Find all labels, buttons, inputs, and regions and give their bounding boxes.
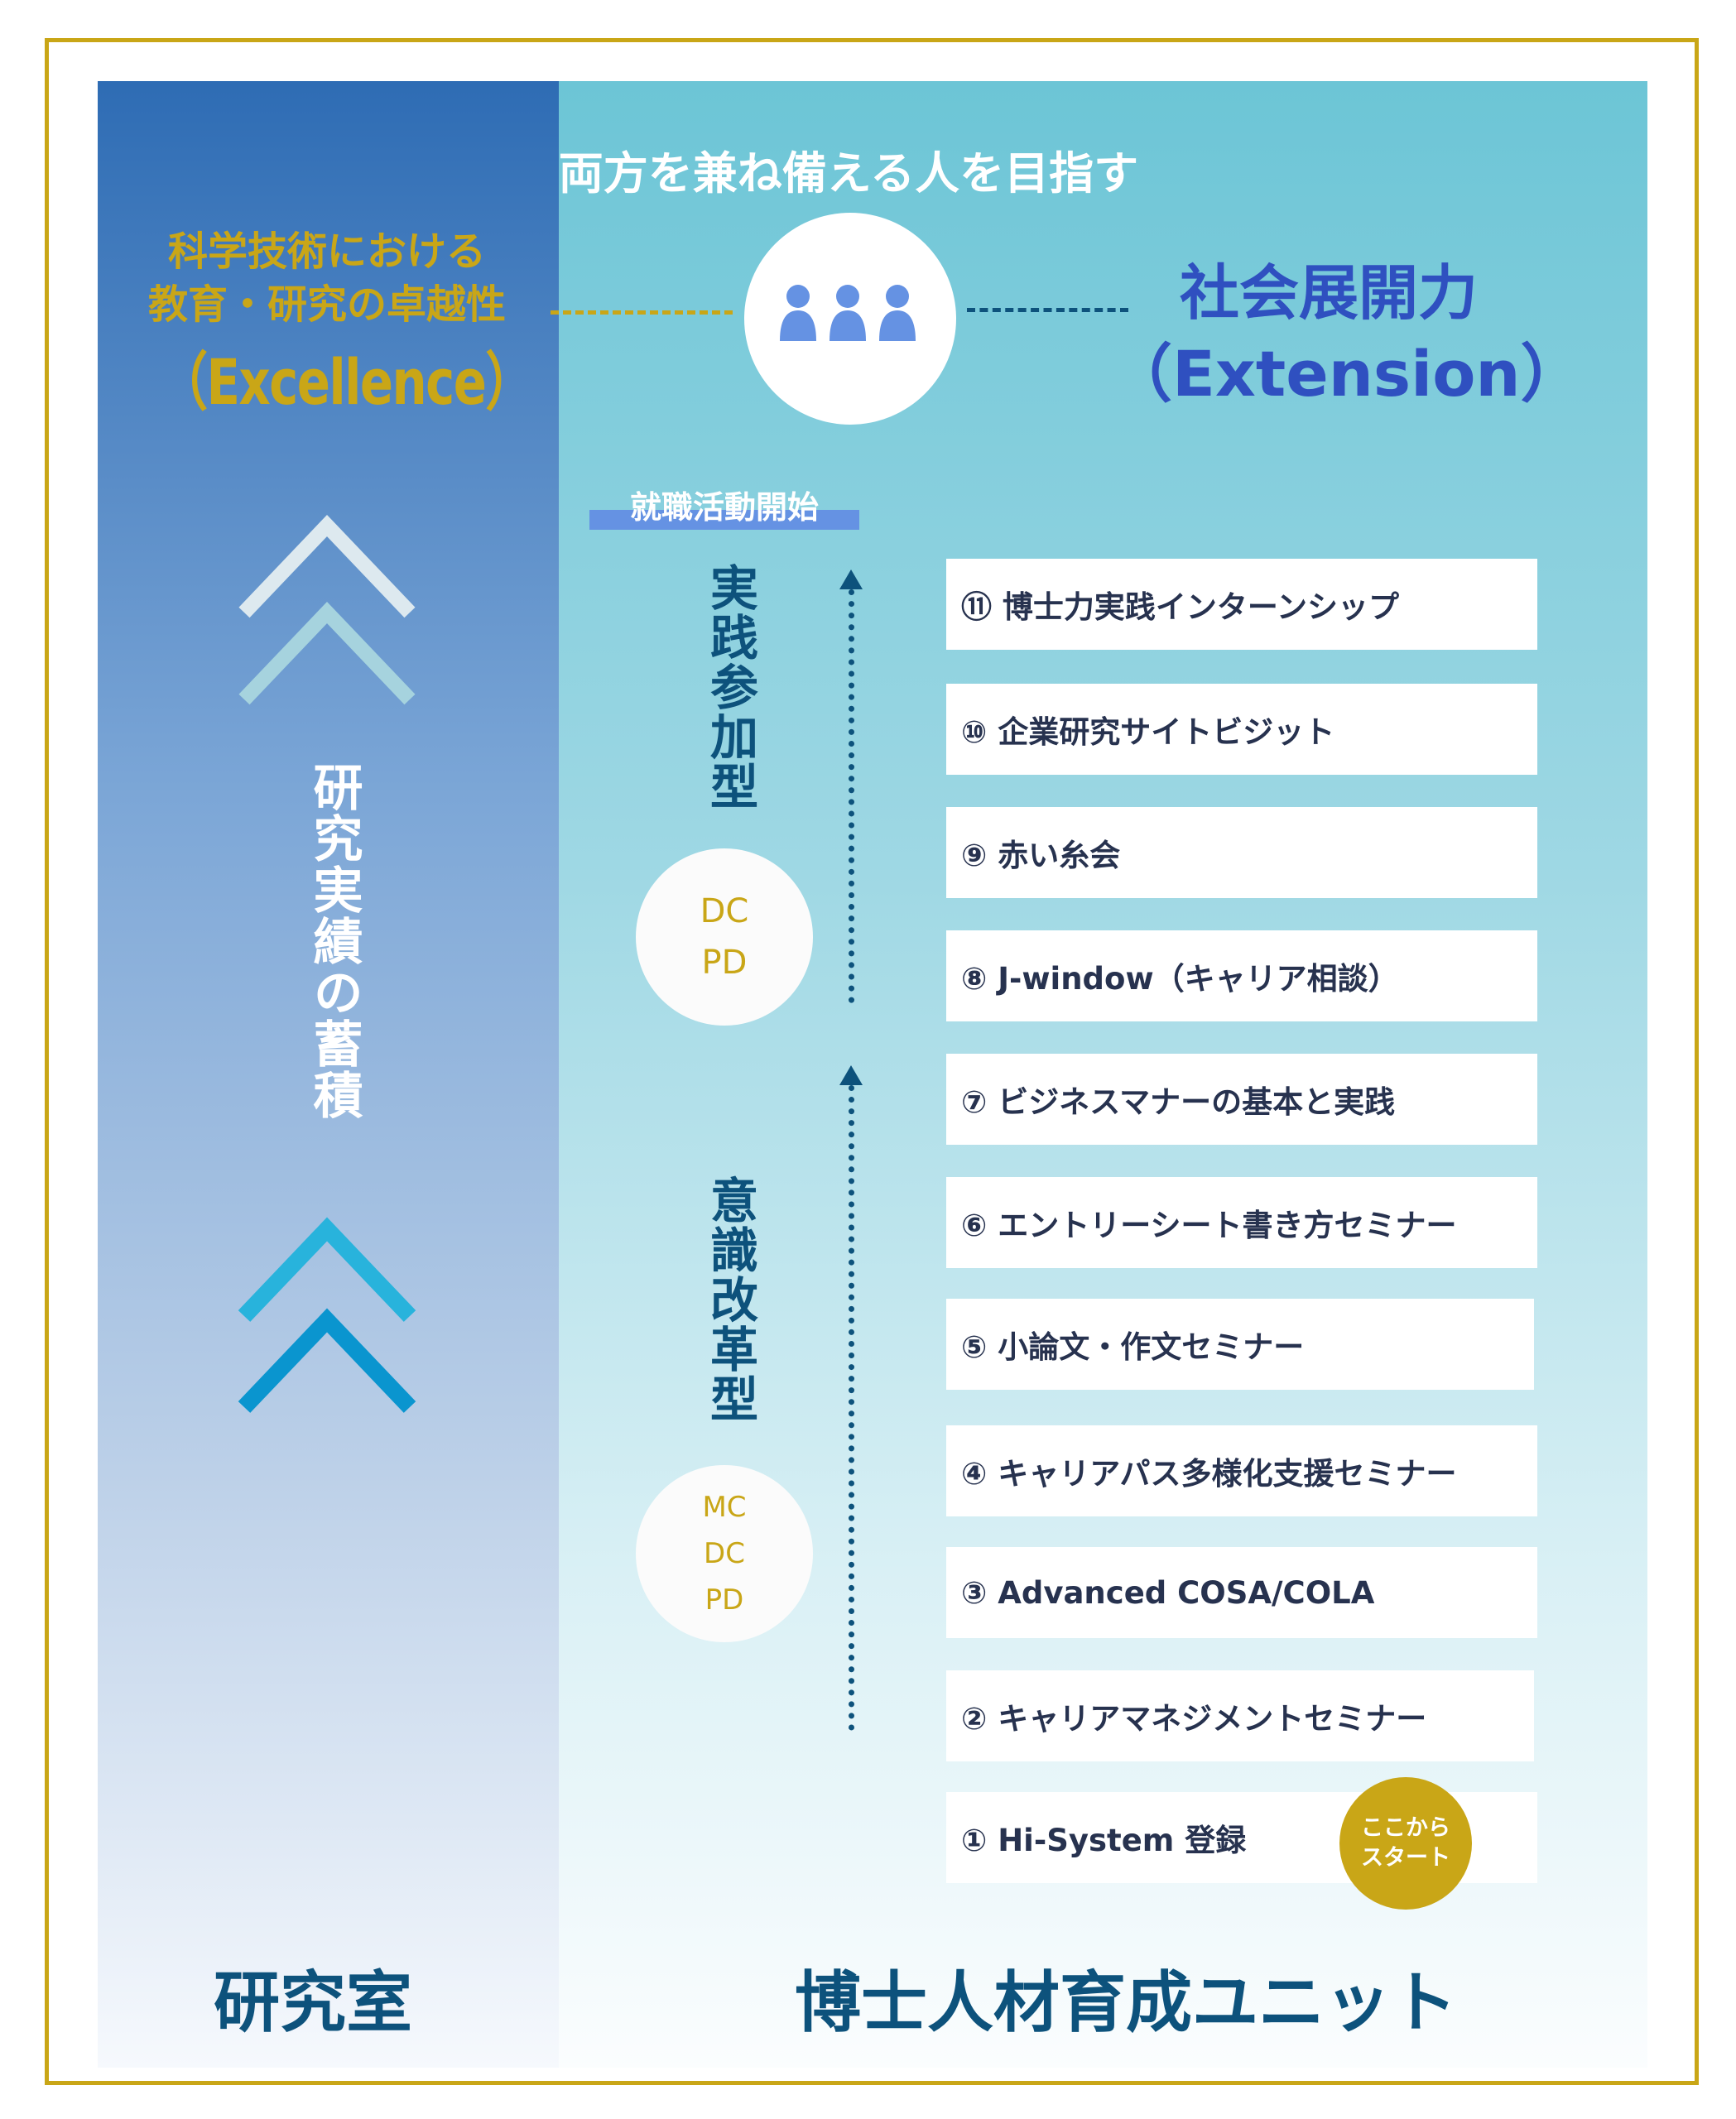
program-item-11[interactable]: ⑪ 博士力実践インターンシップ — [946, 559, 1537, 650]
program-item-5[interactable]: ⑤ 小論文・作文セミナー — [946, 1299, 1534, 1390]
arrow-up-icon — [839, 1065, 863, 1085]
lab-panel — [98, 81, 559, 2068]
job-hunting-marker: 就職活動開始 — [589, 482, 859, 531]
program-item-10[interactable]: ⑩ 企業研究サイトビジット — [946, 684, 1537, 775]
footer-lab: 研究室 — [214, 1964, 412, 2041]
navy-dashed-connector — [967, 308, 1128, 312]
extension-en: （Extension） — [1109, 337, 1584, 411]
excellence-line1: 科学技術における — [167, 228, 486, 275]
badge-pd: PD — [701, 944, 748, 982]
badge-dc: DC — [704, 1537, 745, 1570]
badge-dc: DC — [700, 892, 749, 930]
excellence-label: 科学技術における教育・研究の卓越性 — [108, 225, 546, 331]
excellence-line2: 教育・研究の卓越性 — [147, 281, 506, 328]
research-accumulation-label: 研究実績の蓄積 — [305, 762, 363, 1121]
heading: 両方を兼ね備える人を目指す — [558, 147, 1139, 199]
practice-phase-label: 実践参加型 — [702, 563, 758, 811]
arrow-up-icon — [839, 569, 863, 589]
extension-label: 社会展開力 — [1179, 258, 1478, 328]
badge-mc: MC — [702, 1491, 747, 1524]
program-item-3[interactable]: ③ Advanced COSA/COLA — [946, 1547, 1537, 1638]
progress-dotted-line — [849, 589, 854, 1003]
awareness-phase-label: 意識改革型 — [702, 1175, 758, 1424]
footer-unit: 博士人材育成ユニット — [795, 1964, 1457, 2041]
start-line2: スタート — [1361, 1845, 1450, 1871]
program-item-9[interactable]: ⑨ 赤い糸会 — [946, 807, 1537, 898]
program-item-2[interactable]: ② キャリアマネジメントセミナー — [946, 1670, 1534, 1761]
start-line1: ここから — [1361, 1815, 1450, 1841]
start-here-badge: ここからスタート — [1339, 1777, 1472, 1910]
progress-dotted-line — [849, 1085, 854, 1731]
practice-eligibility-badge: DC PD — [636, 848, 813, 1026]
gold-dashed-connector — [551, 310, 733, 315]
awareness-eligibility-badge: MC DC PD — [636, 1465, 813, 1642]
people-circle — [744, 213, 956, 425]
gold-frame — [45, 38, 1699, 2085]
chevron-up-icon — [238, 1217, 416, 1413]
group-people-icon — [780, 285, 916, 341]
program-item-4[interactable]: ④ キャリアパス多様化支援セミナー — [946, 1425, 1537, 1516]
program-item-6[interactable]: ⑥ エントリーシート書き方セミナー — [946, 1177, 1537, 1268]
program-item-8[interactable]: ⑧ J-window（キャリア相談） — [946, 930, 1537, 1021]
badge-pd: PD — [704, 1583, 744, 1617]
job-hunting-label: 就職活動開始 — [629, 489, 819, 526]
chevron-up-icon — [238, 514, 416, 705]
excellence-en-wrap: （Excellence） — [106, 331, 551, 422]
excellence-en: （Excellence） — [158, 345, 535, 419]
program-item-7[interactable]: ⑦ ビジネスマナーの基本と実践 — [946, 1054, 1537, 1145]
